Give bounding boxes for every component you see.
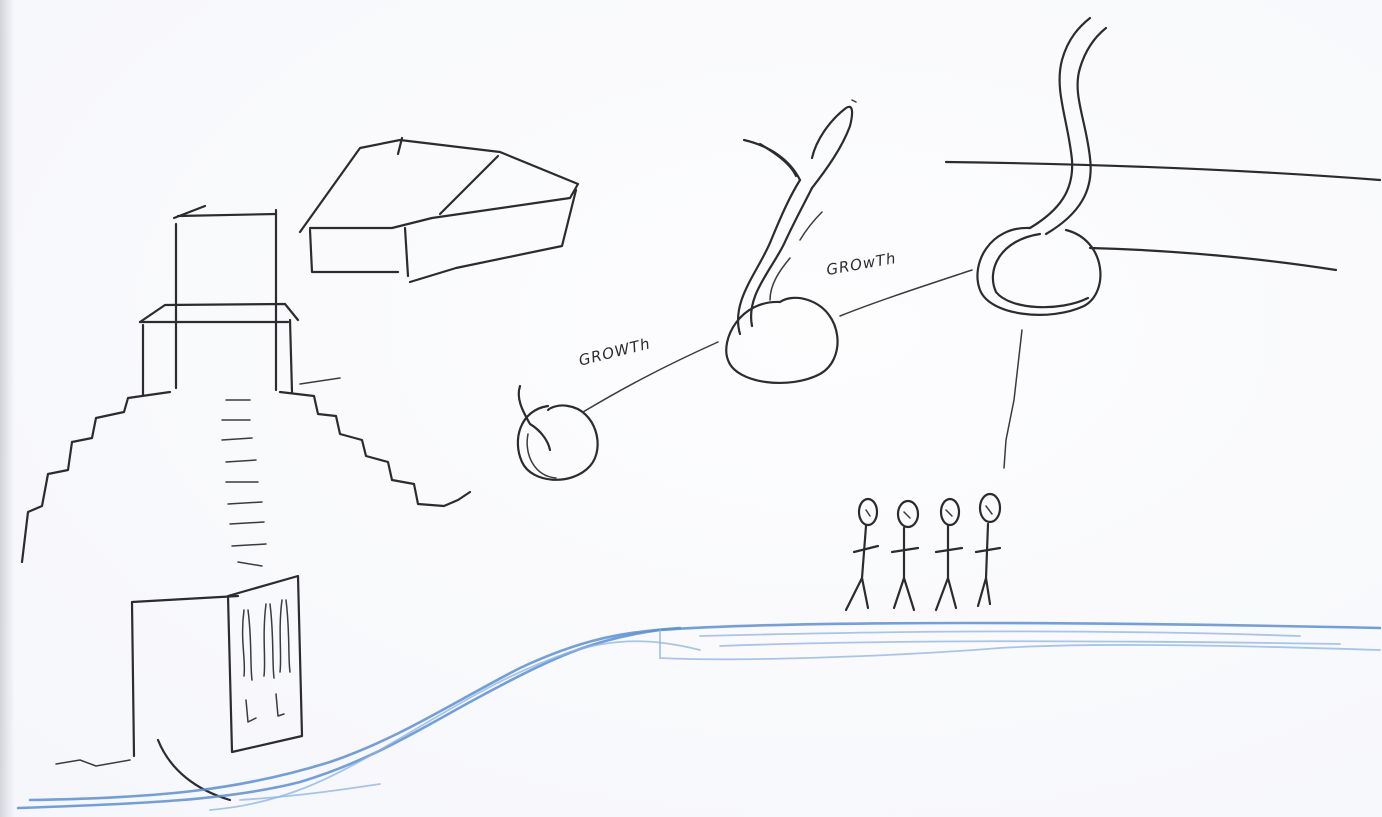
seed-sprouting-sketch — [516, 384, 599, 481]
stick-figure — [890, 499, 920, 612]
growth-connector-2 — [839, 269, 973, 317]
wedge-box-sketch — [298, 136, 580, 284]
horizon-line-upper — [944, 160, 1382, 182]
tower-building-sketch — [138, 204, 341, 397]
stick-figure — [934, 497, 964, 612]
notebook-binding-edge — [0, 0, 14, 817]
horizon-line-lower — [1088, 246, 1338, 272]
stick-figures-group — [844, 492, 1002, 612]
seedling-sketch — [725, 99, 857, 385]
stick-figure — [844, 497, 880, 612]
growth-connector-1 — [582, 341, 719, 413]
blue-river-crayon — [16, 621, 1382, 811]
tall-sprout-sketch — [976, 16, 1108, 469]
stepped-hill-sketch — [20, 390, 472, 567]
stick-figure — [974, 492, 1002, 608]
open-door-sketch — [55, 574, 304, 802]
